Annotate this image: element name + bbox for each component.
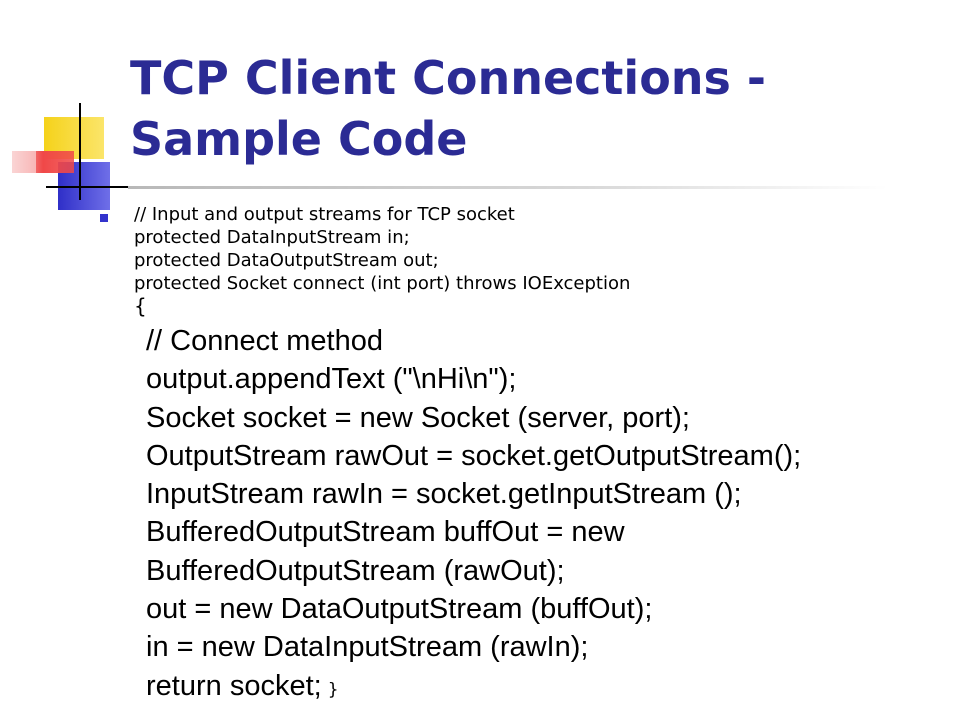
- code-line: protected DataInputStream in;: [134, 227, 410, 248]
- code-line: // Connect method: [146, 325, 383, 357]
- code-block-method-body: // Connect method output.appendText ("\n…: [146, 322, 801, 709]
- deco-pink-glow: [12, 151, 36, 173]
- code-line: protected DataOutputStream out;: [134, 250, 439, 271]
- code-close-brace: }: [327, 679, 339, 700]
- code-line: OutputStream rawOut = socket.getOutputSt…: [146, 439, 802, 472]
- return-statement: return socket;: [146, 669, 322, 702]
- code-line-return: return socket;}: [146, 667, 801, 709]
- code-line: out = new DataOutputStream (buffOut);: [146, 593, 653, 626]
- code-line: in = new DataInputStream (rawIn);: [146, 631, 589, 664]
- code-open-brace: {: [134, 294, 147, 318]
- code-line: BufferedOutputStream buffOut = new: [146, 516, 625, 549]
- code-block-declarations: // Input and output streams for TCP sock…: [134, 203, 630, 318]
- title-underline: [128, 186, 888, 189]
- title-line-2: Sample Code: [130, 112, 468, 166]
- code-line: protected Socket connect (int port) thro…: [134, 273, 631, 294]
- code-line: output.appendText ("\nHi\n");: [146, 363, 517, 396]
- title-line-1: TCP Client Connections -: [130, 51, 767, 105]
- code-line: Socket socket = new Socket (server, port…: [146, 401, 690, 434]
- code-line: // Input and output streams for TCP sock…: [134, 204, 515, 225]
- code-line: BufferedOutputStream (rawOut);: [146, 554, 565, 587]
- code-line: InputStream rawIn = socket.getInputStrea…: [146, 478, 742, 511]
- slide-title: TCP Client Connections - Sample Code: [130, 48, 930, 170]
- bullet-square-icon: [100, 214, 108, 222]
- decorative-corner-graphic: [12, 103, 888, 210]
